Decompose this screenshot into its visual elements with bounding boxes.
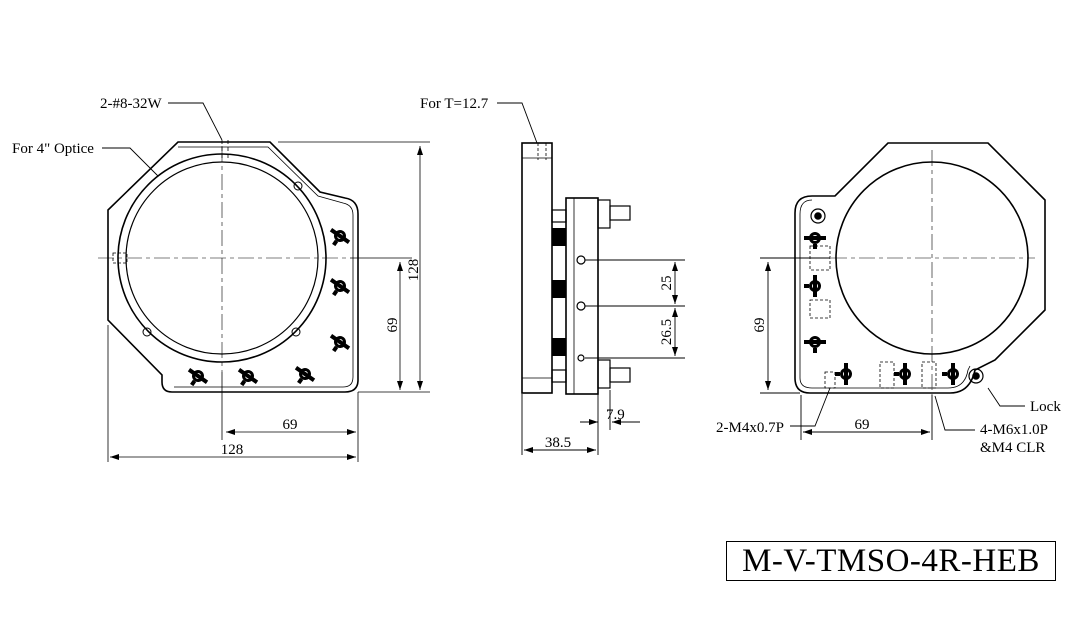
screw-callout: 2-#8-32W: [100, 96, 162, 112]
front-adjust-knobs: [182, 224, 353, 392]
rear-dim-height-inner: 69: [752, 318, 768, 333]
side-dim-depth: 38.5: [545, 435, 571, 451]
rear-rear-plate-outline: [799, 199, 971, 389]
lock-screw: [968, 368, 984, 384]
mount-callout-line1: 4-M6x1.0P: [980, 422, 1048, 438]
front-dim-height: 128: [406, 259, 422, 282]
side-front-plate: [521, 142, 553, 394]
front-plate-inner-edge: [174, 146, 354, 388]
mount-hole: [291, 327, 301, 337]
tap-callout: 2-M4x0.7P: [716, 420, 784, 436]
front-plate-outline: [107, 141, 359, 393]
optic-callout: For 4" Optice: [12, 141, 94, 157]
rear-dim-width-inner: 69: [855, 417, 870, 433]
side-rear-plate: [565, 197, 599, 395]
side-view: [521, 142, 631, 395]
front-dim-height-inner: 69: [385, 318, 401, 333]
lock-label: Lock: [1030, 399, 1061, 415]
rear-plate-outline: [794, 142, 1046, 394]
front-dim-width: 128: [221, 442, 244, 458]
mount-callout-line2: &M4 CLR: [980, 440, 1045, 456]
side-dim-spacing-2: 26.5: [659, 319, 675, 345]
front-view: [98, 140, 359, 393]
mount-hole: [142, 327, 152, 337]
side-dim-offset: 7.9: [606, 407, 625, 423]
front-dim-width-inner: 69: [283, 417, 298, 433]
side-dim-spacing-1: 25: [659, 276, 675, 291]
thickness-callout: For T=12.7: [420, 96, 489, 112]
rear-view: [775, 142, 1046, 395]
part-number-title: M-V-TMSO-4R-HEB: [726, 541, 1056, 581]
rear-pivot: [810, 208, 826, 224]
mount-hole: [293, 181, 303, 191]
side-springs: [552, 228, 566, 356]
